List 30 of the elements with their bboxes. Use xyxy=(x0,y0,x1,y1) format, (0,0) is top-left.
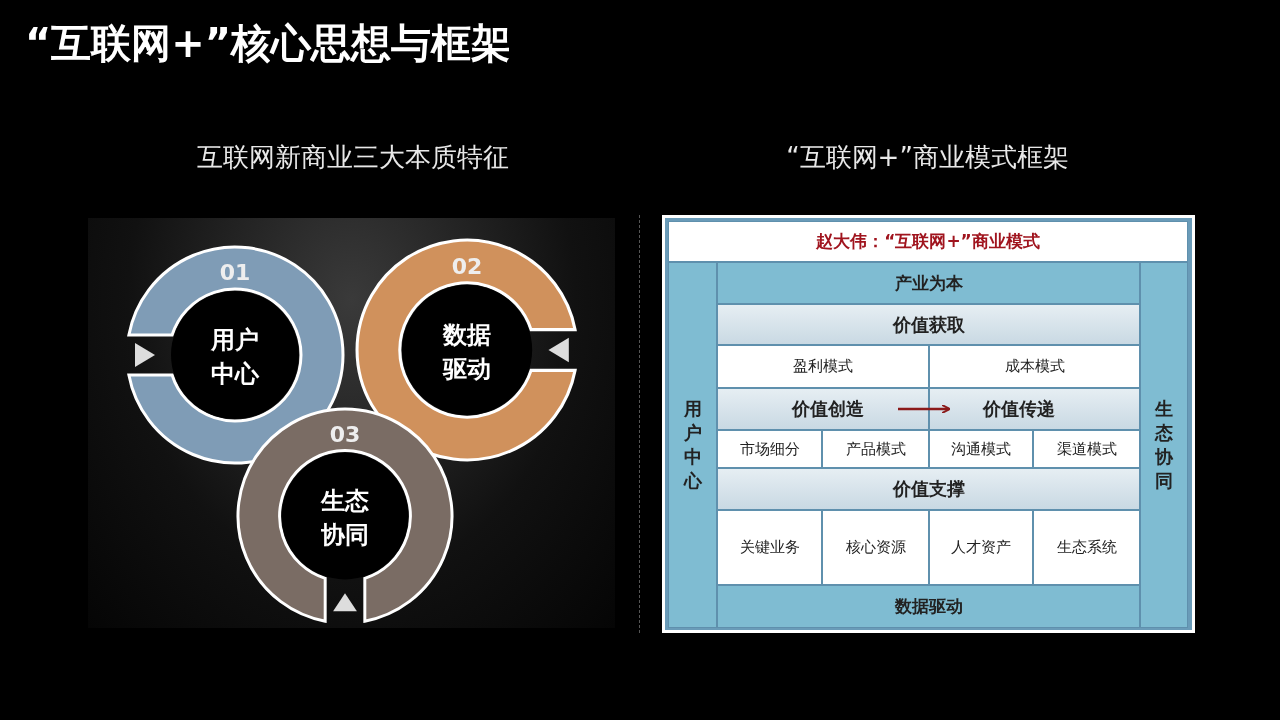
table-cell: 渠道模式 xyxy=(1033,430,1140,468)
side-column: 生态协同 xyxy=(1140,262,1188,628)
panel-heading: 互联网新商业三大本质特征 xyxy=(195,141,510,174)
table-cell: 人才资产 xyxy=(929,510,1033,585)
ring-label: 生态协同 xyxy=(319,486,370,551)
layer-bar xyxy=(717,388,1140,430)
arrow xyxy=(898,404,951,414)
ring-label: 用户中心 xyxy=(210,325,260,390)
table-cell: 沟通模式 xyxy=(929,430,1033,468)
table-cell: 盈利模式 xyxy=(717,345,929,388)
ring-label: 数据驱动 xyxy=(441,320,492,385)
table-cell: 市场细分 xyxy=(717,430,822,468)
table-cell: 产品模式 xyxy=(822,430,929,468)
ring-number: 01 xyxy=(218,260,252,286)
layer-heading: 价值创造 xyxy=(758,392,898,426)
layer-bar: 价值获取 xyxy=(717,304,1140,345)
table-cell: 核心资源 xyxy=(822,510,929,585)
table-cell: 关键业务 xyxy=(717,510,822,585)
layer-bar: 数据驱动 xyxy=(717,585,1140,628)
table-cell: 成本模式 xyxy=(929,345,1140,388)
ring-number: 03 xyxy=(328,422,362,448)
layer-heading: 价值传递 xyxy=(949,392,1089,426)
side-column: 用户中心 xyxy=(668,262,717,628)
table-header: 赵大伟：“互联网+”商业模式 xyxy=(668,221,1188,262)
panel-heading: “互联网+”商业模式框架 xyxy=(785,141,1070,174)
layer-bar: 价值支撑 xyxy=(717,468,1140,510)
slide-title: “互联网+”核心思想与框架 xyxy=(25,19,512,68)
layer-bar: 产业为本 xyxy=(717,262,1140,304)
ring-number: 02 xyxy=(450,253,484,279)
table-cell: 生态系统 xyxy=(1033,510,1140,585)
